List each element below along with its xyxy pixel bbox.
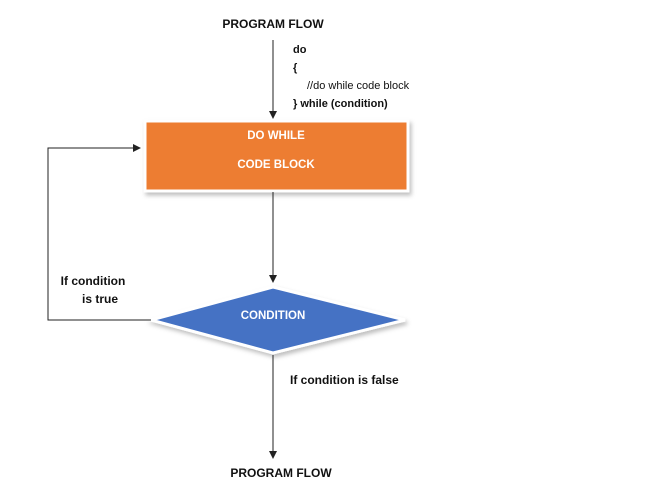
true-label-line-2: is true — [82, 292, 118, 306]
code-line-open-brace: { — [293, 62, 298, 74]
condition-decision-diamond: CONDITION — [145, 285, 406, 355]
do-while-process-box: DO WHILE CODE BLOCK — [143, 119, 410, 193]
process-box-line-2: CODE BLOCK — [237, 159, 315, 171]
code-line-while: } while (condition) — [293, 98, 388, 110]
program-flow-bottom-label: PROGRAM FLOW — [230, 466, 332, 480]
loop-back-true-connector — [47, 144, 151, 321]
code-line-do: do — [293, 44, 307, 56]
code-line-comment: //do while code block — [307, 80, 410, 92]
process-box-line-1: DO WHILE — [247, 130, 305, 142]
program-flow-top-label: PROGRAM FLOW — [222, 17, 324, 31]
true-label-line-1: If condition — [61, 274, 126, 288]
condition-label: CONDITION — [241, 310, 306, 322]
false-label: If condition is false — [290, 373, 399, 387]
